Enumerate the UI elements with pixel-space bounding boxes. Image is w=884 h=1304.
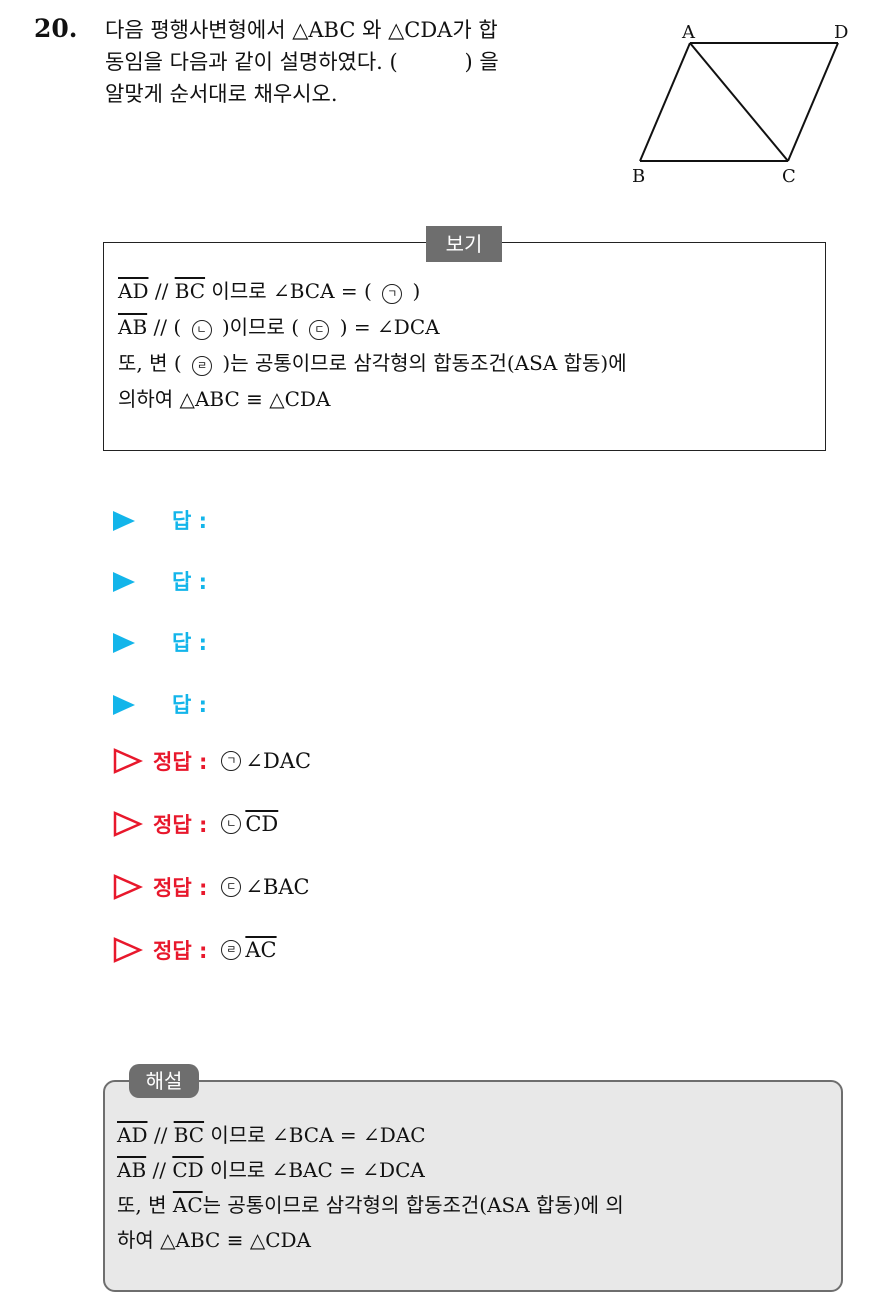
parallel-symbol: // [153,1123,168,1147]
correct-label: 정답 : [153,813,208,837]
answer-row: 답 : [113,627,207,657]
haeseol-line-3: 또, 변 AC는 공통이므로 삼각형의 합동조건(ASA 합동)에 의 [117,1188,837,1223]
answer-row: 답 : [113,689,207,719]
outline-triangle-icon [113,874,143,900]
play-arrow-icon [113,572,135,592]
bogi-body: AD // BC 이므로 ∠BCA = ( ㄱ ) AB // ( ㄴ )이므로… [118,273,818,417]
bogi-line-1: AD // BC 이므로 ∠BCA = ( ㄱ ) [118,273,818,309]
circled-mark-rieul: ㄹ [192,356,213,376]
circled-mark-rieul: ㄹ [221,940,242,960]
question-line: 알맞게 순서대로 채우시오. [105,82,338,106]
play-arrow-icon [113,695,135,715]
bogi-label: 보기 [426,226,502,262]
answer-label: 답 : [172,693,208,717]
haeseol-body: AD // BC 이므로 ∠BCA = ∠DAC AB // CD 이므로 ∠B… [117,1118,837,1258]
circled-mark-giyeok: ㄱ [221,751,242,771]
circled-mark-nieun: ㄴ [221,814,242,834]
circled-mark-giyeok: ㄱ [382,284,403,304]
haeseol-text: 또, 변 [117,1193,167,1217]
bogi-text: )는 공통이므로 삼각형의 합동조건(ASA 합동)에 [222,351,627,375]
haeseol-line-2: AB // CD 이므로 ∠BAC = ∠DCA [117,1153,837,1188]
vertex-label-d: D [834,22,848,43]
bogi-text: ( [173,315,182,339]
segment-ab: AB [118,315,148,339]
correct-label: 정답 : [153,750,208,774]
correct-answer-row: 정답 : ㄱ ∠DAC [113,746,311,776]
correct-label: 정답 : [153,876,208,900]
segment-ad: AD [117,1123,148,1147]
answer-row: 답 : [113,566,207,596]
question-line: 동임을 다음과 같이 설명하였다. ( ) 을 [105,50,499,74]
vertex-label-c: C [782,166,796,187]
segment-bc: BC [173,1123,205,1147]
circled-mark-digeut: ㄷ [221,877,242,897]
haeseol-label: 해설 [129,1064,199,1098]
question-line: 다음 평행사변형에서 △ABC 와 △CDA가 합 [105,18,498,42]
parallelogram-figure: A D B C [632,22,848,187]
segment-cd: CD [172,1158,204,1182]
parallel-symbol: // [154,279,169,303]
bogi-line-2: AB // ( ㄴ )이므로 ( ㄷ ) = ∠DCA [118,309,818,345]
parallel-symbol: // [153,315,167,339]
haeseol-text: 는 공통이므로 삼각형의 합동조건(ASA 합동)에 의 [202,1193,624,1217]
segment-bc: BC [174,279,206,303]
bogi-line-4: 의하여 △ABC ≡ △CDA [118,387,331,411]
vertex-label-b: B [632,166,645,187]
outline-triangle-icon [113,937,143,963]
correct-answer-row: 정답 : ㄷ ∠BAC [113,872,310,902]
side-ba [639,42,691,162]
correct-answer-row: 정답 : ㄹ AC [113,935,277,965]
answer-row: 답 : [113,505,207,535]
bogi-line-3: 또, 변 ( ㄹ )는 공통이므로 삼각형의 합동조건(ASA 합동)에 [118,345,818,381]
correct-answer-row: 정답 : ㄴ CD [113,809,278,839]
circled-mark-nieun: ㄴ [191,320,212,340]
haeseol-box [103,1080,843,1292]
diagonal-ac [689,42,789,162]
play-arrow-icon [113,511,135,531]
bogi-text: 또, 변 ( [118,351,182,375]
bogi-text: ) = ∠DCA [339,315,440,339]
correct-value: ∠DAC [245,749,312,773]
segment-ab: AB [117,1158,147,1182]
outline-triangle-icon [113,748,143,774]
correct-value: AC [245,938,277,962]
play-arrow-icon [113,633,135,653]
answer-label: 답 : [172,509,208,533]
bogi-text: 이므로 ∠BCA = ( [211,279,372,303]
bogi-text: )이므로 ( [221,315,300,339]
correct-value: CD [245,812,279,836]
outline-triangle-icon [113,811,143,837]
correct-value: ∠BAC [245,875,310,899]
haeseol-text: 이므로 ∠BCA = ∠DAC [210,1123,426,1147]
haeseol-line-1: AD // BC 이므로 ∠BCA = ∠DAC [117,1118,837,1153]
bogi-text: ) [412,279,421,303]
parallel-symbol: // [152,1158,166,1182]
question-text: 다음 평행사변형에서 △ABC 와 △CDA가 합 동임을 다음과 같이 설명하… [105,14,620,110]
haeseol-line-4: 하여 △ABC ≡ △CDA [117,1228,311,1252]
side-dc [787,42,839,162]
segment-ad: AD [118,279,149,303]
haeseol-text: 이므로 ∠BAC = ∠DCA [210,1158,425,1182]
question-number: 20. [34,14,78,43]
vertex-label-a: A [681,22,696,43]
answer-label: 답 : [172,570,208,594]
circled-mark-digeut: ㄷ [309,320,330,340]
answer-label: 답 : [172,631,208,655]
correct-label: 정답 : [153,939,208,963]
segment-ac: AC [172,1193,203,1217]
